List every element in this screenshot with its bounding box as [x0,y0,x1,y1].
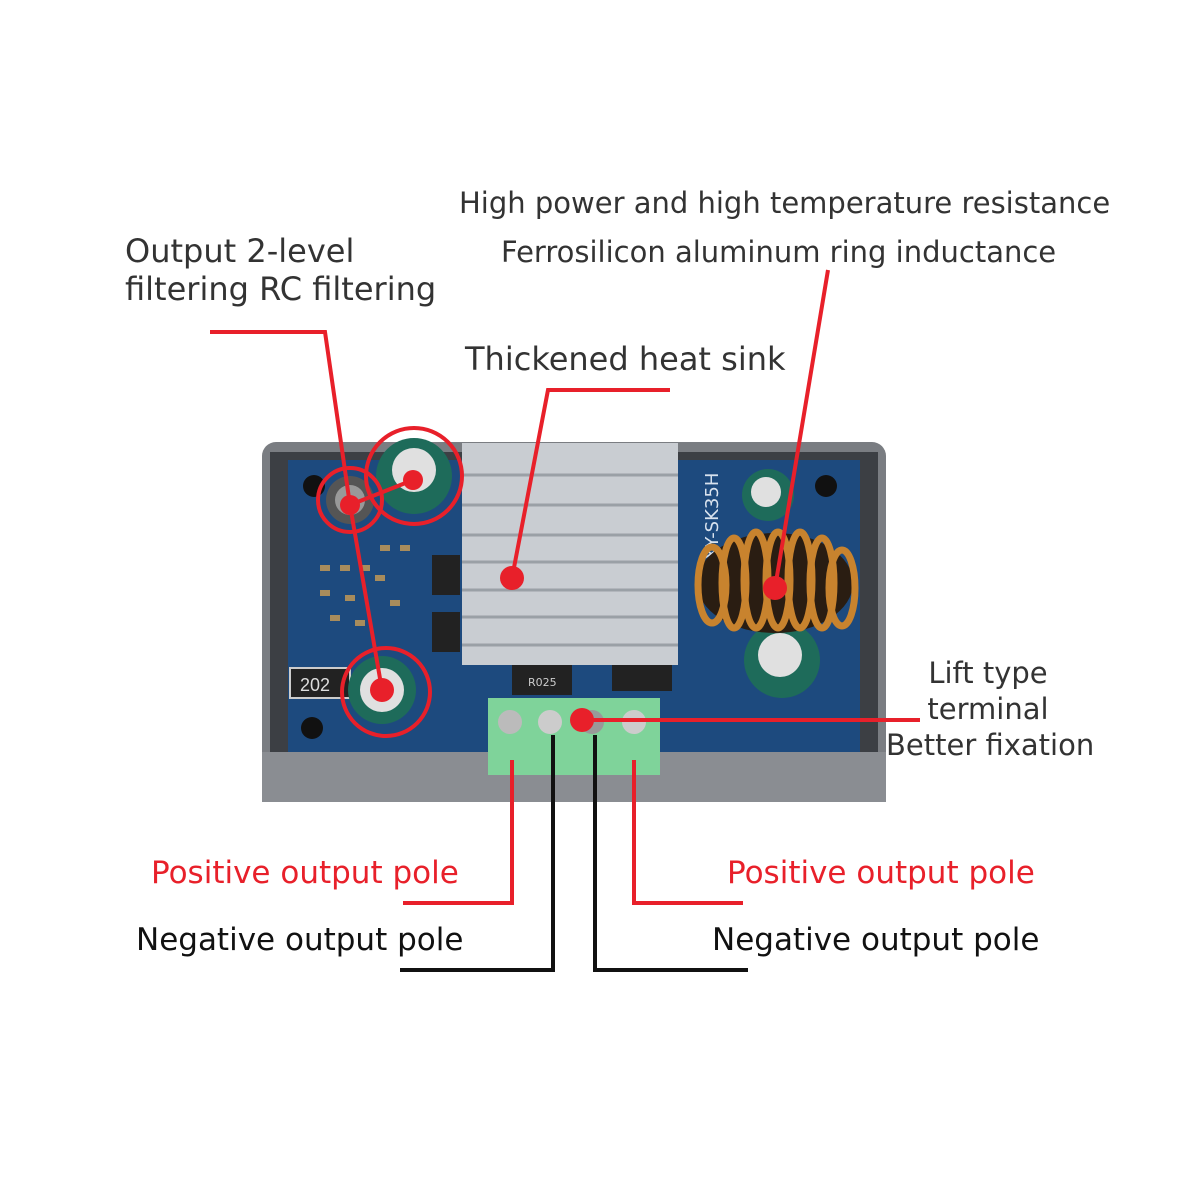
label-terminal-2: terminal [927,692,1049,726]
label-output-filter-2: filtering RC filtering [125,270,437,308]
board-model: XY-SK35H [702,473,723,560]
label-positive-right: Positive output pole [727,855,1035,891]
terminal-block [488,698,660,775]
callout-lines [210,269,920,905]
ic-chip [432,555,460,595]
smd-resistor [289,667,351,699]
capacitor [744,622,820,698]
label-heat-sink: Thickened heat sink [465,340,786,378]
capacitor [742,469,794,521]
label-high-power: High power and high temperature resistan… [459,186,1111,220]
resistor-code: 202 [300,675,330,695]
label-inductance: Ferrosilicon aluminum ring inductance [501,235,1057,269]
label-terminal-1: Lift type [928,656,1048,690]
callout-dots [340,470,787,732]
capacitor [376,438,452,514]
label-negative-left: Negative output pole [136,922,464,958]
smd-components [320,545,410,626]
label-positive-left: Positive output pole [151,855,459,891]
ic-chip [432,612,460,652]
negative-lines [400,735,748,972]
label-terminal-3: Better fixation [886,728,1095,762]
label-negative-right: Negative output pole [712,922,1040,958]
label-output-filter-1: Output 2-level [125,232,355,270]
diode [512,665,572,695]
heat-sink [462,443,678,665]
diode-code: R025 [528,676,557,689]
